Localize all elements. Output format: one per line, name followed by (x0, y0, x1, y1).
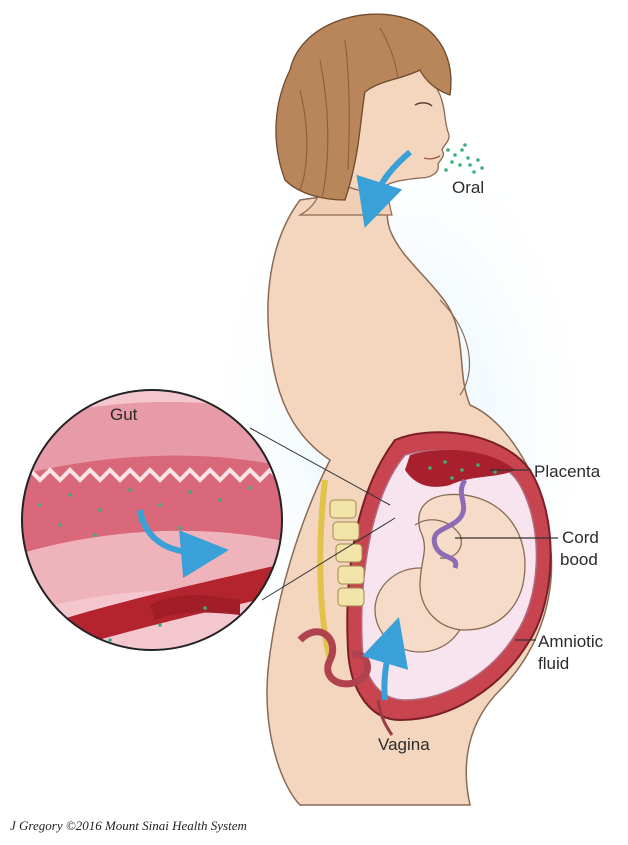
label-cord-line1: Cord (562, 528, 599, 547)
label-gut: Gut (110, 405, 137, 424)
label-placenta: Placenta (534, 462, 600, 481)
label-cord-line2: bood (560, 550, 598, 569)
image-credit: J Gregory ©2016 Mount Sinai Health Syste… (10, 818, 247, 834)
label-vagina: Vagina (378, 735, 430, 754)
label-amniotic-line2: fluid (538, 654, 569, 673)
label-oral: Oral (452, 178, 484, 197)
label-amniotic-line1: Amniotic (538, 632, 603, 651)
